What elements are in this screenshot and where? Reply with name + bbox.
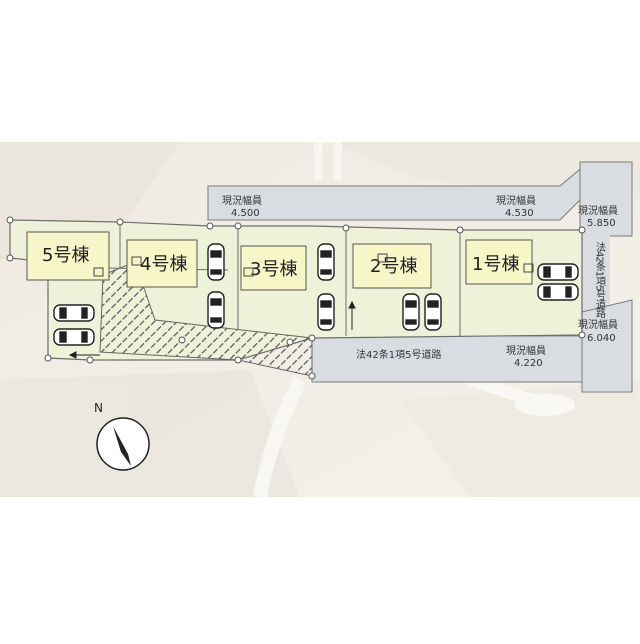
car-icon: [207, 291, 225, 329]
house-2: 2号棟: [352, 243, 432, 289]
house-1: 1号棟: [465, 239, 534, 285]
house-3-label: 3号棟: [250, 259, 297, 280]
house-3: 3号棟: [240, 245, 307, 291]
east-upper-width-value: 5.850: [587, 218, 616, 229]
east-road-lower: [581, 299, 633, 393]
house-4-label: 4号棟: [140, 254, 187, 275]
car-icon: [402, 293, 420, 331]
parking-cars: [53, 243, 579, 346]
east-lower-width-value: 6.040: [587, 333, 616, 344]
car-icon: [537, 263, 579, 281]
car-icon: [317, 293, 335, 331]
road-labels: 現況幅員 4.500 現況幅員 4.530 現況幅員 5.850 現況幅員 6.…: [222, 194, 618, 369]
east-upper-width-label: 現況幅員: [578, 204, 618, 217]
car-icon: [537, 283, 579, 301]
east-road-name: 法42条1項5号道路: [594, 241, 606, 319]
south-road-name: 法42条1項5号道路: [356, 348, 441, 361]
nw-width-label: 現況幅員: [222, 194, 262, 207]
east-road: [582, 232, 610, 312]
compass-ring: [96, 417, 150, 471]
east-lower-width-label: 現況幅員: [578, 318, 618, 331]
car-icon: [53, 304, 95, 322]
compass-north-label: N: [94, 401, 103, 415]
house-1-label: 1号棟: [472, 254, 519, 275]
house-2-label: 2号棟: [370, 256, 417, 277]
south-width-label: 現況幅員: [506, 344, 546, 357]
house-5-label: 5号棟: [42, 245, 89, 266]
car-icon: [424, 293, 442, 331]
car-icon: [207, 243, 225, 281]
ne-width-label: 現況幅員: [496, 194, 536, 207]
ne-width-value: 4.530: [505, 208, 534, 219]
compass-needle-icon: [113, 426, 131, 466]
nw-width-value: 4.500: [231, 208, 260, 219]
entry-arrows: [68, 300, 356, 359]
car-icon: [53, 328, 95, 346]
south-width-value: 4.220: [514, 358, 543, 369]
house-5: 5号棟: [26, 231, 110, 281]
car-icon: [317, 243, 335, 281]
north-compass: N: [94, 401, 150, 471]
house-4: 4号棟: [126, 239, 198, 288]
east-road-upper: [579, 161, 633, 237]
